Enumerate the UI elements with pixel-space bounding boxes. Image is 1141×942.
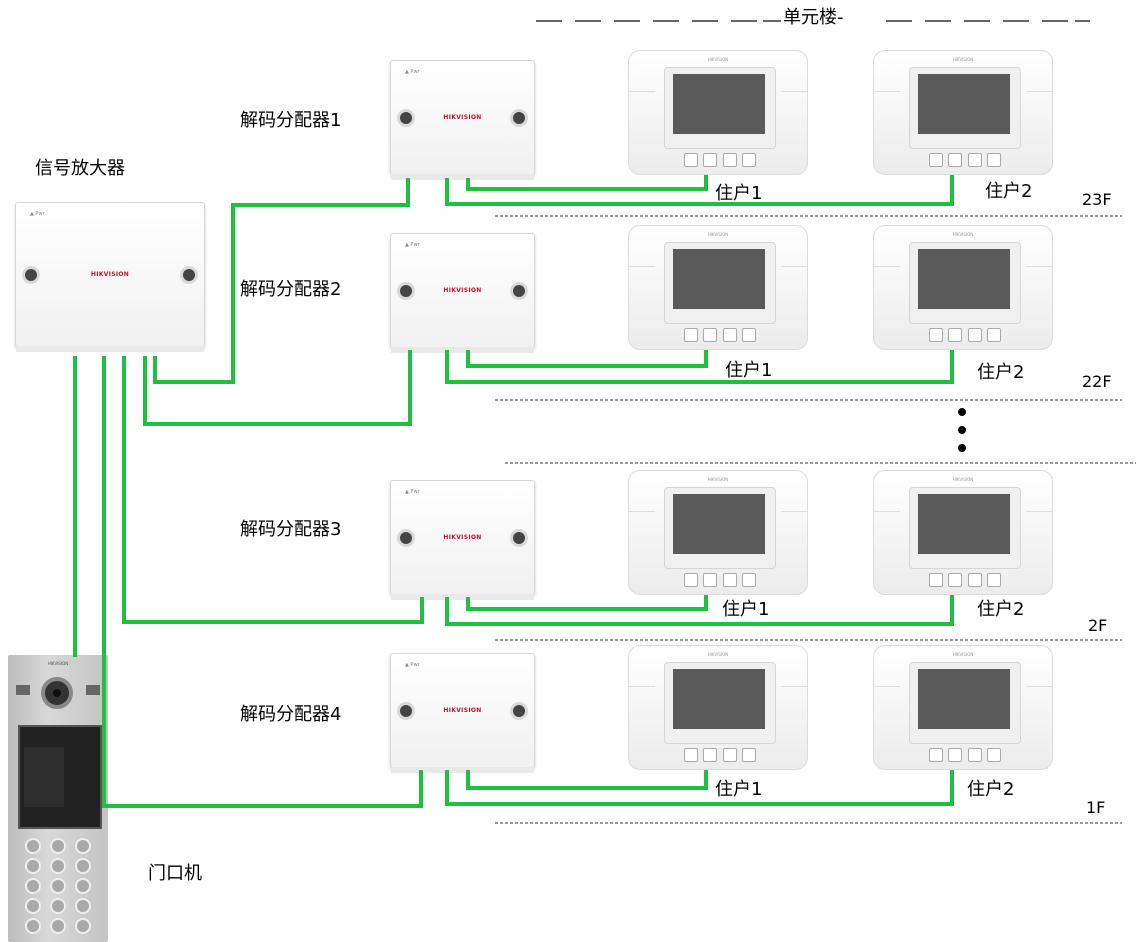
- decoder-label-4: 解码分配器4: [240, 704, 342, 725]
- brand-logo: HIKVISION: [443, 113, 482, 121]
- door-station-label: 门口机: [148, 863, 202, 884]
- decoder-box-2: ▲ Pwr HIKVISION: [390, 233, 535, 353]
- monitor-screen: [673, 74, 765, 134]
- indoor-monitor: HIKVISION: [628, 50, 808, 175]
- camera-icon: [41, 677, 73, 709]
- amplifier-label: 信号放大器: [35, 158, 125, 179]
- wire-decoder2-resident1: [466, 350, 708, 368]
- indoor-monitor: HIKVISION: [873, 645, 1053, 770]
- building-label: 单元楼-: [783, 7, 844, 28]
- wire-decoder3-resident1: [466, 595, 708, 611]
- brand-logo: HIKVISION: [443, 533, 482, 541]
- decoder-box-4: ▲ Pwr HIKVISION: [390, 653, 535, 773]
- brand-logo: HIKVISION: [90, 270, 130, 278]
- green-wires: [73, 175, 954, 808]
- floor-separators: [495, 215, 1136, 824]
- decoder-label-3: 解码分配器3: [240, 519, 342, 540]
- resident-label: 住户2: [967, 779, 1015, 800]
- brand-logo: HIKVISION: [47, 661, 69, 666]
- key-icon: [74, 898, 91, 914]
- wire-decoder1-resident2: [445, 175, 954, 206]
- key-icon: [49, 898, 66, 914]
- wire-amp-decoder4: [102, 356, 423, 808]
- mount-hole-icon: [397, 281, 415, 300]
- monitor-screen: [673, 494, 765, 554]
- resident-label: 住户1: [715, 779, 763, 800]
- keypad: [21, 838, 95, 934]
- signal-amplifier: ▲ Pwr HIKVISION: [15, 202, 205, 352]
- monitor-screen: [918, 494, 1010, 554]
- wire-amp-decoder2: [143, 350, 412, 426]
- wire-decoder3-resident2: [445, 595, 954, 626]
- decoder-label-1: 解码分配器1: [240, 110, 342, 131]
- decoder-box-1: ▲ Pwr HIKVISION: [390, 60, 535, 180]
- wire-decoder4-resident2: [445, 770, 954, 806]
- resident-label: 住户2: [977, 599, 1025, 620]
- monitor-screen: [918, 74, 1010, 134]
- mount-hole-icon: [397, 528, 415, 547]
- mount-hole-icon: [510, 701, 528, 720]
- key-icon: [25, 838, 42, 854]
- monitor-screen: [673, 249, 765, 309]
- vertical-ellipsis-icon: [958, 408, 966, 452]
- resident-label: 住户1: [722, 599, 770, 620]
- key-icon: [49, 838, 66, 854]
- key-icon: [49, 858, 66, 874]
- wire-decoder4-resident1: [466, 770, 708, 790]
- key-icon: [74, 878, 91, 894]
- indoor-monitor: HIKVISION: [628, 225, 808, 350]
- resident-label: 住户2: [985, 181, 1033, 202]
- mount-hole-icon: [22, 265, 40, 284]
- key-icon: [25, 878, 42, 894]
- key-icon: [49, 878, 66, 894]
- key-icon: [74, 918, 91, 934]
- mount-hole-icon: [510, 281, 528, 300]
- key-icon: [25, 898, 42, 914]
- indoor-monitor: HIKVISION: [873, 470, 1053, 595]
- key-icon: [74, 858, 91, 874]
- brand-logo: HIKVISION: [443, 286, 482, 294]
- decoder-box-3: ▲ Pwr HIKVISION: [390, 480, 535, 600]
- decoder-label-2: 解码分配器2: [240, 279, 342, 300]
- indoor-monitor: HIKVISION: [628, 470, 808, 595]
- floor-label: 22F: [1082, 372, 1112, 391]
- key-icon: [25, 858, 42, 874]
- mount-hole-icon: [510, 108, 528, 127]
- floor-label: 23F: [1082, 190, 1112, 209]
- key-icon: [49, 918, 66, 934]
- mount-hole-icon: [397, 701, 415, 720]
- wire-decoder2-resident2: [445, 350, 954, 384]
- key-icon: [25, 918, 42, 934]
- indoor-monitor: HIKVISION: [873, 225, 1053, 350]
- resident-label: 住户2: [977, 362, 1025, 383]
- floor-label: 1F: [1086, 798, 1106, 817]
- resident-label: 住户1: [715, 183, 763, 204]
- mount-hole-icon: [510, 528, 528, 547]
- key-icon: [74, 838, 91, 854]
- floor-label: 2F: [1088, 616, 1108, 635]
- mount-hole-icon: [180, 265, 198, 284]
- mount-hole-icon: [397, 108, 415, 127]
- monitor-screen: [673, 669, 765, 729]
- wire-amp-decoder3: [122, 356, 424, 624]
- indoor-monitor: HIKVISION: [873, 50, 1053, 175]
- door-station: HIKVISION: [8, 655, 108, 942]
- indoor-monitor: HIKVISION: [628, 645, 808, 770]
- wire-amp-decoder1: [153, 178, 410, 384]
- wire-decoder1-resident1: [466, 175, 708, 191]
- monitor-screen: [918, 669, 1010, 729]
- resident-label: 住户1: [725, 360, 773, 381]
- brand-logo: HIKVISION: [443, 706, 482, 714]
- door-display: [18, 725, 102, 829]
- monitor-screen: [918, 249, 1010, 309]
